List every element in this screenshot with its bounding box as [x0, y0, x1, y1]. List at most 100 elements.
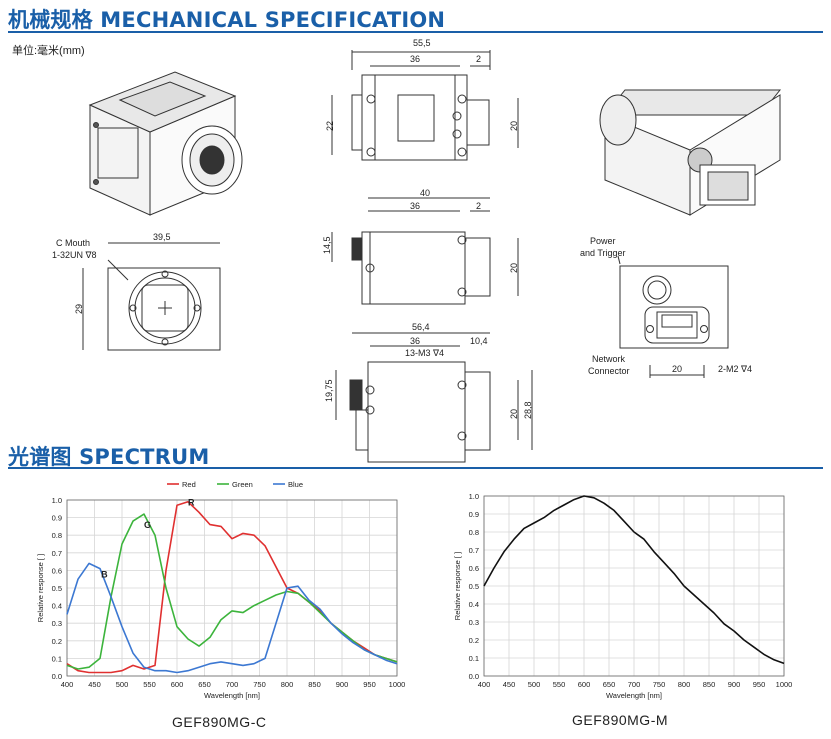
dim-label: 56,4 — [412, 322, 430, 332]
y-tick-label: 0.1 — [469, 654, 479, 663]
unit-note: 单位:毫米(mm) — [12, 45, 85, 57]
y-tick-label: 0.6 — [469, 564, 479, 573]
x-tick-label: 750 — [653, 680, 666, 689]
x-tick-label: 750 — [253, 680, 266, 689]
dim-label: 20 — [509, 263, 519, 273]
x-tick-label: 450 — [88, 680, 101, 689]
camera-back-view — [617, 255, 729, 378]
dim-label: 19,75 — [324, 379, 334, 402]
heading-underline — [8, 467, 823, 469]
dim-label: 20 — [509, 409, 519, 419]
heading-underline — [8, 31, 823, 33]
camera-top-view — [331, 50, 519, 161]
dim-label: 20 — [509, 121, 519, 131]
x-tick-label: 900 — [728, 680, 741, 689]
camera-bottom-view — [335, 332, 533, 463]
y-tick-label: 0.9 — [52, 514, 62, 523]
plot-frame — [66, 499, 398, 677]
dim-label: 28,8 — [523, 401, 533, 419]
x-tick-label: 550 — [143, 680, 156, 689]
y-tick-label: 0.4 — [52, 602, 62, 611]
y-tick-label: 0.8 — [469, 528, 479, 537]
mono-spectrum-chart: 400 450 500 550 600 650 700 750 800 850 900 950 1000… — [453, 492, 793, 700]
y-tick-label: 1.0 — [52, 496, 62, 505]
x-tick-label: 700 — [628, 680, 641, 689]
x-tick-label: 450 — [503, 680, 516, 689]
x-tick-label: 550 — [553, 680, 566, 689]
x-tick-label: 500 — [528, 680, 541, 689]
y-tick-label: 1.0 — [469, 492, 479, 501]
y-tick-label: 0.4 — [469, 600, 479, 609]
series-line-blue — [66, 562, 398, 674]
camera-iso-front-image — [88, 71, 243, 216]
legend-label: Blue — [288, 480, 303, 489]
y-tick-label: 0.2 — [469, 636, 479, 645]
dim-label: 2 — [476, 201, 481, 211]
y-tick-label: 0.0 — [469, 672, 479, 681]
y-tick-label: 0.3 — [52, 619, 62, 628]
series-annotation: G — [144, 520, 151, 530]
series-annotation: B — [101, 569, 108, 579]
dim-label: 55,5 — [413, 38, 431, 48]
power-label: Power — [590, 236, 616, 246]
camera-iso-back-image — [599, 89, 782, 216]
x-tick-label: 950 — [753, 680, 766, 689]
series-annotation: R — [188, 497, 195, 507]
dim-label: 36 — [410, 201, 420, 211]
x-tick-label: 1000 — [389, 680, 406, 689]
dim-label: 40 — [420, 188, 430, 198]
y-tick-label: 0.5 — [52, 584, 62, 593]
y-tick-label: 0.0 — [52, 672, 62, 681]
y-tick-label: 0.5 — [469, 582, 479, 591]
x-tick-label: 800 — [678, 680, 691, 689]
camera-side-view — [331, 197, 519, 305]
x-tick-label: 700 — [226, 680, 239, 689]
c-mouth-label: 1-32UN ∇8 — [52, 250, 97, 260]
x-tick-label: 1000 — [776, 680, 793, 689]
screw-label: 2-M2 ∇4 — [718, 364, 752, 374]
y-tick-label: 0.8 — [52, 531, 62, 540]
dim-label: 20 — [672, 364, 682, 374]
x-tick-label: 650 — [198, 680, 211, 689]
dim-label: 36 — [410, 336, 420, 346]
mechanical-spec-heading: 机械规格 MECHANICAL SPECIFICATION — [8, 8, 446, 32]
dim-label: 39,5 — [153, 232, 171, 242]
x-tick-label: 850 — [703, 680, 716, 689]
y-tick-label: 0.3 — [469, 618, 479, 627]
series-line-response — [483, 495, 785, 665]
y-axis-label: Relative response [ ] — [453, 552, 462, 620]
model-label-mono: GEF890MG-M — [572, 712, 669, 728]
screw-label: 13-M3 ∇4 — [405, 348, 444, 358]
y-tick-label: 0.9 — [469, 510, 479, 519]
legend-label: Green — [232, 480, 253, 489]
y-tick-label: 0.6 — [52, 566, 62, 575]
x-tick-label: 400 — [478, 680, 491, 689]
x-tick-label: 950 — [363, 680, 376, 689]
x-tick-label: 500 — [116, 680, 129, 689]
x-tick-label: 400 — [61, 680, 74, 689]
x-tick-label: 800 — [281, 680, 294, 689]
network-label: Network — [592, 354, 626, 364]
model-label-color: GEF890MG-C — [172, 714, 267, 730]
y-tick-label: 0.1 — [52, 654, 62, 663]
c-mouth-label: C Mouth — [56, 238, 90, 248]
network-label: Connector — [588, 366, 630, 376]
dim-label: 22 — [325, 121, 335, 131]
dim-label: 2 — [476, 54, 481, 64]
x-tick-label: 600 — [578, 680, 591, 689]
mechanical-drawings: 55,5 36 2 22 20 40 36 2 14,5 20 56,4 36 … — [52, 38, 782, 463]
x-axis-label: Wavelength [nm] — [204, 691, 260, 700]
x-tick-label: 900 — [336, 680, 349, 689]
x-tick-label: 600 — [171, 680, 184, 689]
dim-label: 14,5 — [322, 236, 332, 254]
dim-label: 29 — [74, 304, 84, 314]
y-tick-label: 0.7 — [52, 549, 62, 558]
spectrum-heading: 光谱图 SPECTRUM — [8, 445, 210, 469]
power-label: and Trigger — [580, 248, 626, 258]
series-line-green — [66, 513, 398, 670]
legend-label: Red — [182, 480, 196, 489]
x-axis-label: Wavelength [nm] — [606, 691, 662, 700]
y-tick-label: 0.2 — [52, 637, 62, 646]
x-tick-label: 650 — [603, 680, 616, 689]
